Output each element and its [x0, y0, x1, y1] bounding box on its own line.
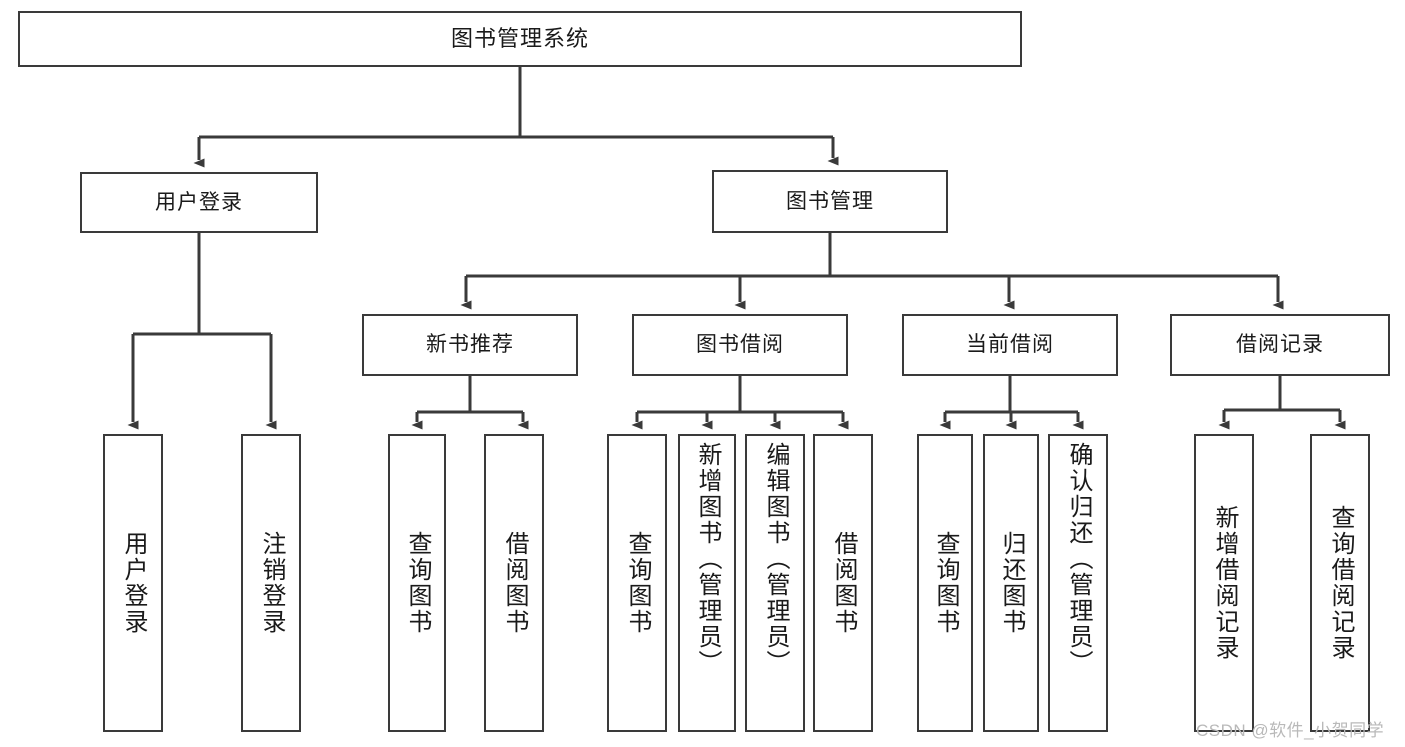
node-label: 查询图书 [931, 531, 959, 635]
node-label: 新书推荐 [426, 333, 514, 357]
leaf-borrow-book[interactable]: 借阅图书 [813, 434, 873, 732]
node-user-login[interactable]: 用户登录 [80, 172, 318, 233]
node-label: 查询借阅记录 [1326, 505, 1354, 661]
leaf-borrow-book-recommend[interactable]: 借阅图书 [484, 434, 544, 732]
node-label: 查询图书 [403, 531, 431, 635]
node-label: 用户登录 [155, 190, 243, 214]
csdn-watermark: CSDN @软件_小贺同学 [1196, 721, 1385, 740]
node-label: 确认归还（管理员） [1064, 442, 1092, 676]
leaf-confirm-return-admin[interactable]: 确认归还（管理员） [1048, 434, 1108, 732]
node-label: 图书管理 [786, 189, 874, 213]
leaf-query-book-current[interactable]: 查询图书 [917, 434, 973, 732]
leaf-logout[interactable]: 注销登录 [241, 434, 301, 732]
node-book-borrow[interactable]: 图书借阅 [632, 314, 848, 376]
node-label: 借阅记录 [1236, 333, 1324, 357]
node-current-borrow[interactable]: 当前借阅 [902, 314, 1118, 376]
node-label: 注销登录 [257, 531, 285, 635]
node-label: 编辑图书（管理员） [761, 442, 789, 676]
node-label: 图书管理系统 [450, 25, 589, 51]
leaf-add-book-admin[interactable]: 新增图书（管理员） [678, 434, 736, 732]
node-label: 当前借阅 [966, 333, 1054, 357]
node-label: 新增图书（管理员） [693, 442, 721, 676]
leaf-query-book-recommend[interactable]: 查询图书 [388, 434, 446, 732]
node-borrow-record[interactable]: 借阅记录 [1170, 314, 1390, 376]
leaf-add-borrow-record[interactable]: 新增借阅记录 [1194, 434, 1254, 732]
leaf-edit-book-admin[interactable]: 编辑图书（管理员） [745, 434, 805, 732]
node-new-book-recommend[interactable]: 新书推荐 [362, 314, 578, 376]
leaf-query-borrow-record[interactable]: 查询借阅记录 [1310, 434, 1370, 732]
node-label: 借阅图书 [500, 531, 528, 635]
leaf-query-book-borrow[interactable]: 查询图书 [607, 434, 667, 732]
node-label: 用户登录 [119, 531, 147, 635]
node-label: 借阅图书 [829, 531, 857, 635]
node-book-management[interactable]: 图书管理 [712, 170, 948, 233]
node-label: 图书借阅 [696, 333, 784, 357]
node-label: 归还图书 [997, 531, 1025, 635]
leaf-return-book[interactable]: 归还图书 [983, 434, 1039, 732]
node-root[interactable]: 图书管理系统 [18, 11, 1022, 67]
node-label: 新增借阅记录 [1210, 505, 1238, 661]
leaf-user-login[interactable]: 用户登录 [103, 434, 163, 732]
node-label: 查询图书 [623, 531, 651, 635]
